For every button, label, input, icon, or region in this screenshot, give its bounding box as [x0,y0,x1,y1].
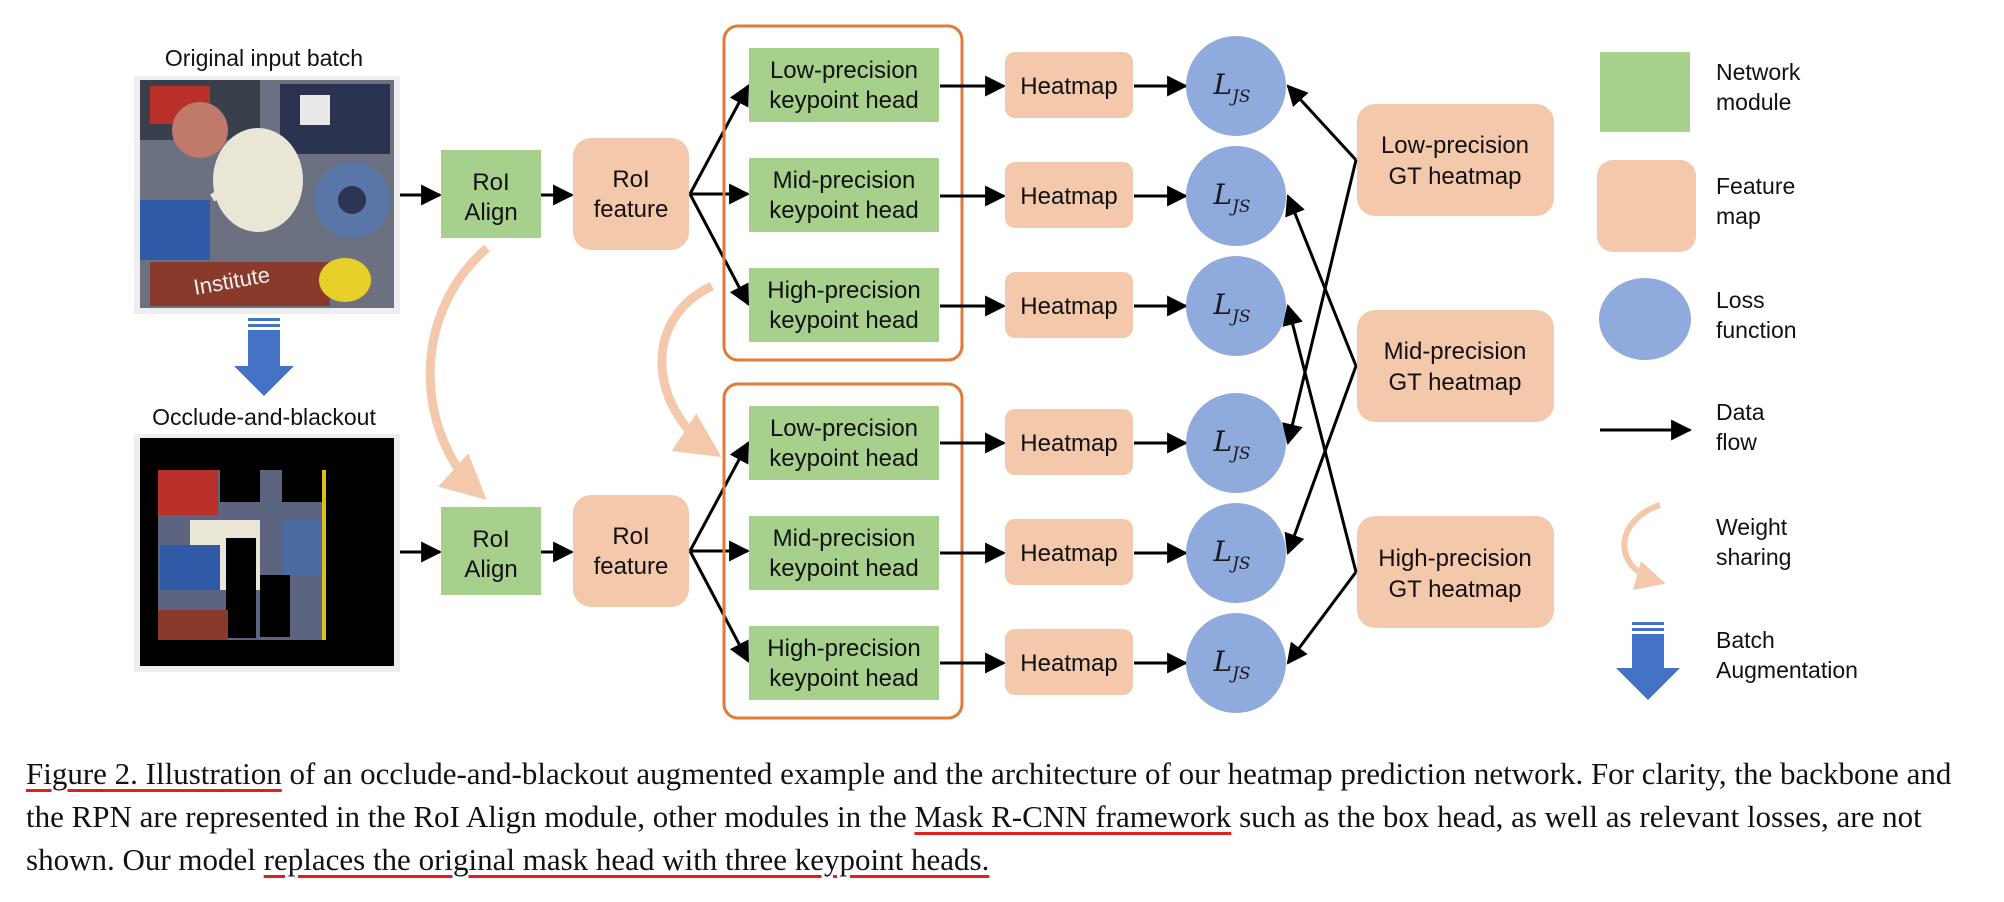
weight-sharing-arc [425,244,490,501]
loss-circle: LJS [1186,256,1286,356]
legend-weight-sharing-arc [1621,502,1666,590]
occluded-input-label: Occlude-and-blackout [152,404,376,430]
heatmap-box: Heatmap [1005,52,1133,118]
head-to-heatmap-arrows [940,75,1007,674]
occluded-input-image [134,434,400,672]
original-input-label: Original input batch [165,45,363,71]
original-input-image: Institute [134,76,400,314]
heatmap-box: Heatmap [1005,272,1133,338]
svg-text:Heatmap: Heatmap [1020,183,1117,210]
loss-circle: LJS [1186,613,1286,713]
head-low-line1: Low-precision [770,57,918,84]
heatmap-to-loss-arrows [1134,75,1189,674]
svg-text:Heatmap: Heatmap [1020,73,1117,100]
loss-circle: LJS [1186,503,1286,603]
heatmap-box: Heatmap [1005,409,1133,475]
svg-text:Heatmap: Heatmap [1020,540,1117,567]
svg-text:Heatmap: Heatmap [1020,430,1117,457]
figure-caption: Figure 2. Illustration of an occlude-and… [26,752,1986,881]
svg-text:Heatmap: Heatmap [1020,650,1117,677]
svg-text:Heatmap: Heatmap [1020,293,1117,320]
svg-text:LJS: LJS [1212,288,1250,327]
head-group-top [722,24,964,362]
caption-part-2: of an occlude-and-blackout augmented exa… [26,756,1952,834]
batch-augmentation-arrow [234,318,294,396]
legend-batch-aug-arrow [1616,622,1680,700]
heatmap-box: Heatmap [1005,519,1133,585]
svg-text:LJS: LJS [1212,178,1250,217]
loss-circle: LJS [1186,393,1286,493]
caption-part-3: Mask R-CNN framework [914,799,1232,834]
svg-text:LJS: LJS [1212,645,1250,684]
keypoint-head-low: Low-precision keypoint head [749,48,939,122]
svg-text:LJS: LJS [1212,425,1250,464]
loss-circle: LJS [1186,36,1286,136]
heatmap-box: Heatmap [1005,629,1133,695]
heatmap-box: Heatmap [1005,162,1133,228]
legend-feature-swatch [1597,160,1696,252]
legend-loss-swatch [1599,278,1691,360]
head-group-bottom [722,382,964,720]
caption-part-5: replaces the original mask head with thr… [263,842,990,877]
head-low-line2: keypoint head [769,87,918,114]
loss-circle: LJS [1186,146,1286,246]
svg-text:LJS: LJS [1212,68,1250,107]
caption-part-1: Figure 2. Illustration [26,756,282,791]
caption-part-4: such as the box head, as well as relevan… [26,799,1922,877]
gt-to-loss-arrows [1282,84,1358,665]
legend-network-swatch [1600,52,1690,132]
fan-out-bottom [688,441,751,663]
fan-out-top [688,84,751,306]
weight-sharing-arc [657,281,722,457]
architecture-diagram: Original input batch Institute Occlude-a… [134,24,1858,720]
svg-text:LJS: LJS [1212,535,1250,574]
